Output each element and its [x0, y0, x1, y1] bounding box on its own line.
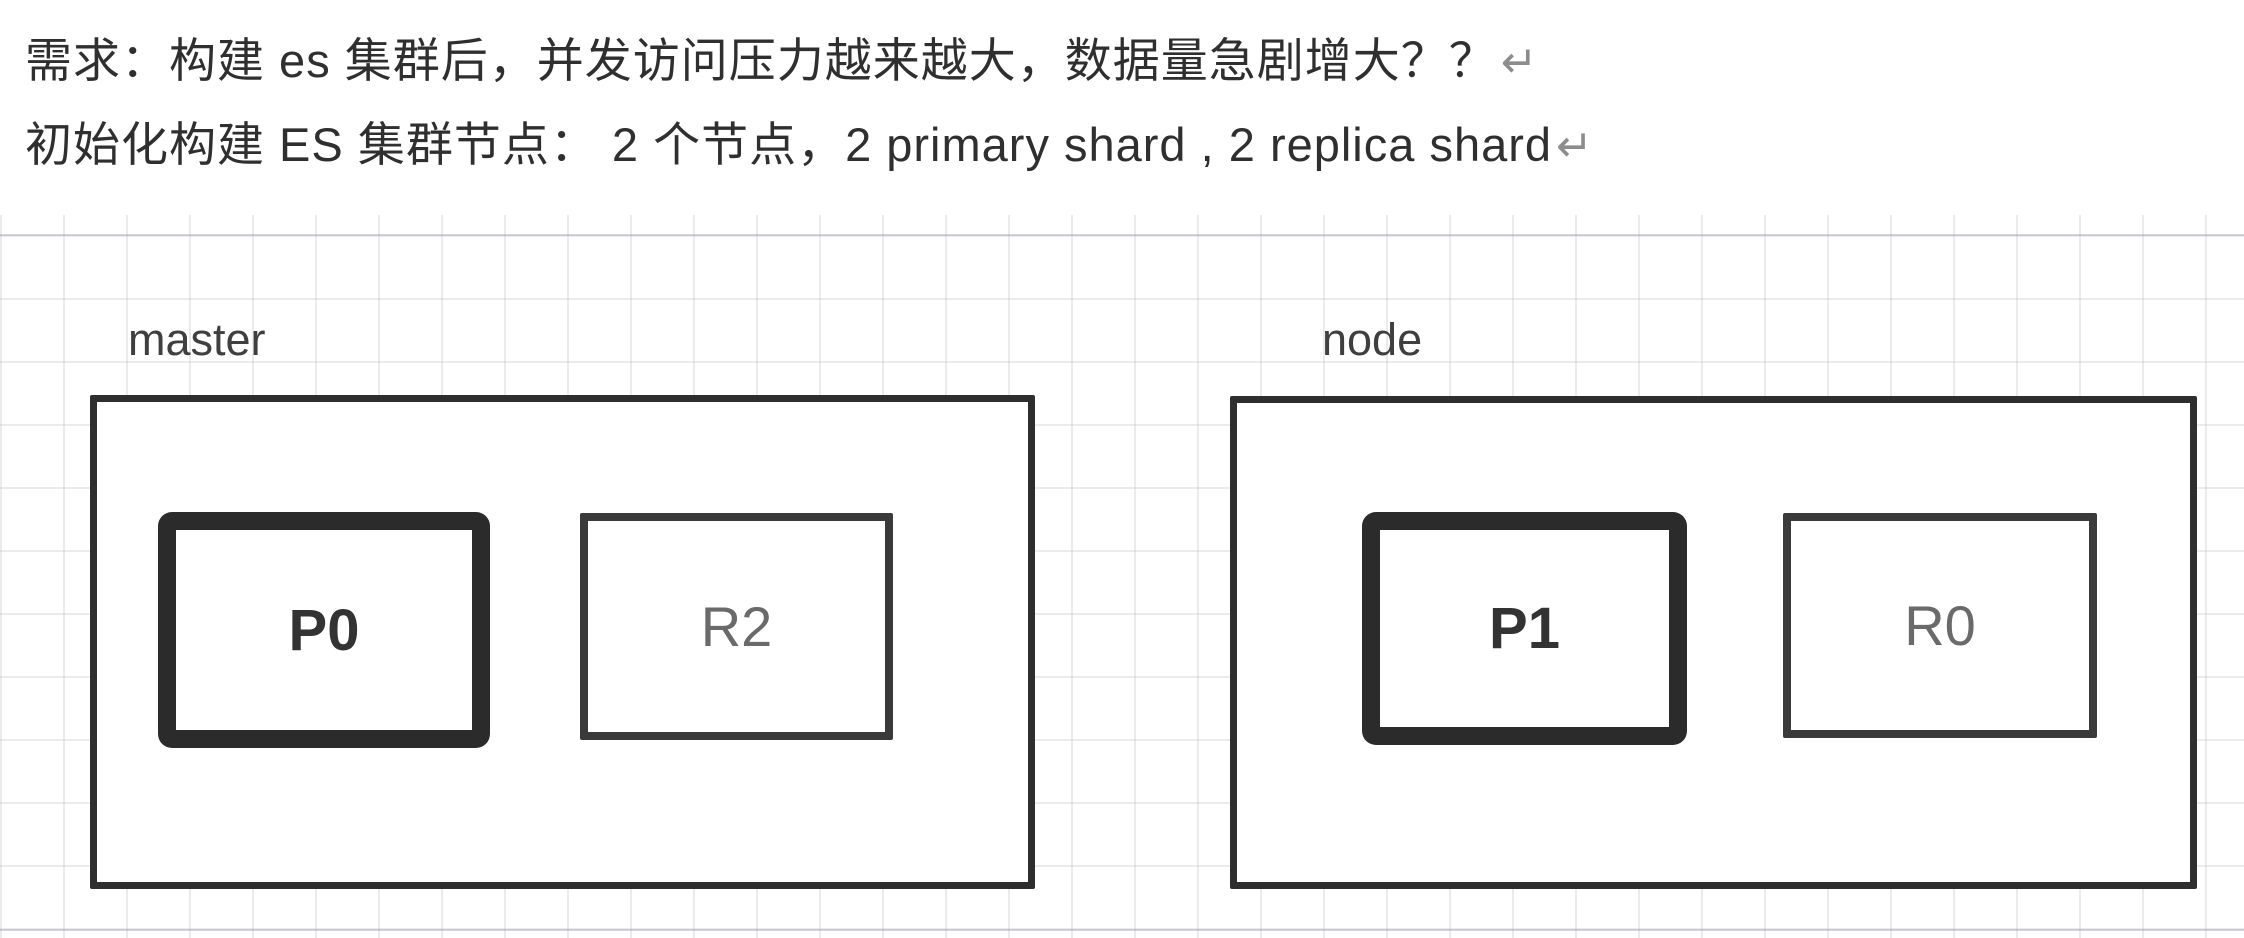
- init-cluster-text: 初始化构建 ES 集群节点： 2 个节点，2 primary shard , 2…: [25, 118, 1553, 171]
- paragraph-return-icon: ↵: [1556, 122, 1594, 171]
- requirement-text: 需求：构建 es 集群后，并发访问压力越来越大，数据量急剧增大？？: [25, 34, 1497, 87]
- shard-label-p0: P0: [288, 597, 360, 663]
- node-label-master: master: [128, 314, 266, 365]
- primary-shard-box-p1: P1: [1362, 512, 1687, 745]
- grid-bottom-line: [0, 929, 2244, 931]
- requirement-text-line: 需求：构建 es 集群后，并发访问压力越来越大，数据量急剧增大？？↵: [25, 22, 1539, 91]
- paragraph-return-icon: ↵: [1500, 38, 1539, 87]
- grid-top-line: [0, 234, 2244, 236]
- primary-shard-box-p0: P0: [158, 512, 490, 748]
- replica-shard-box-r0: R0: [1783, 513, 2097, 738]
- shard-label-r0: R0: [1904, 594, 1976, 657]
- init-cluster-text-line: 初始化构建 ES 集群节点： 2 个节点，2 primary shard , 2…: [25, 106, 1594, 175]
- shard-label-p1: P1: [1489, 596, 1560, 661]
- replica-shard-box-r2: R2: [580, 513, 893, 740]
- node-label-node: node: [1322, 314, 1423, 365]
- shard-label-r2: R2: [700, 595, 773, 658]
